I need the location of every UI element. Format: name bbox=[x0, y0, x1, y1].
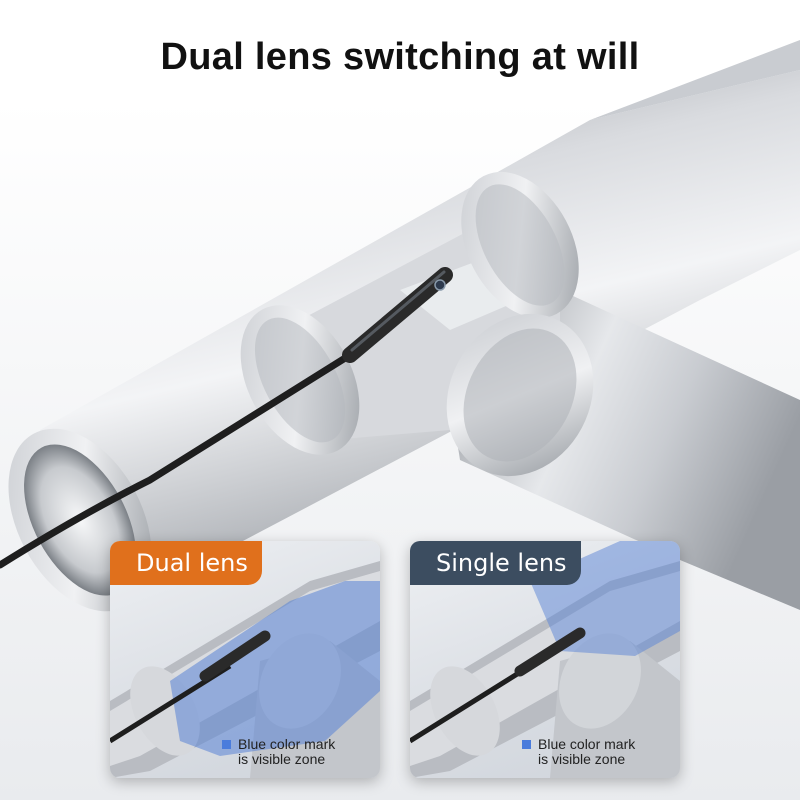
page-title: Dual lens switching at will bbox=[160, 36, 640, 78]
single-lens-label: Single lens bbox=[410, 541, 581, 585]
dual-lens-note: Blue color mark is visible zone bbox=[222, 736, 336, 767]
dual-lens-label: Dual lens bbox=[110, 541, 262, 585]
note-line-2: is visible zone bbox=[238, 751, 326, 767]
blue-square-icon bbox=[222, 740, 231, 749]
note-line-1: Blue color mark bbox=[538, 736, 636, 752]
note-line-1: Blue color mark bbox=[238, 736, 336, 752]
dual-lens-panel: Dual lens Blue color mark is visible zon… bbox=[110, 541, 380, 778]
blue-square-icon bbox=[522, 740, 531, 749]
single-lens-panel: Single lens Blue color mark is visible z… bbox=[410, 541, 680, 778]
single-lens-note: Blue color mark is visible zone bbox=[522, 736, 636, 767]
note-line-2: is visible zone bbox=[538, 751, 626, 767]
single-lens-illustration bbox=[410, 541, 680, 778]
dual-lens-illustration bbox=[110, 561, 380, 778]
